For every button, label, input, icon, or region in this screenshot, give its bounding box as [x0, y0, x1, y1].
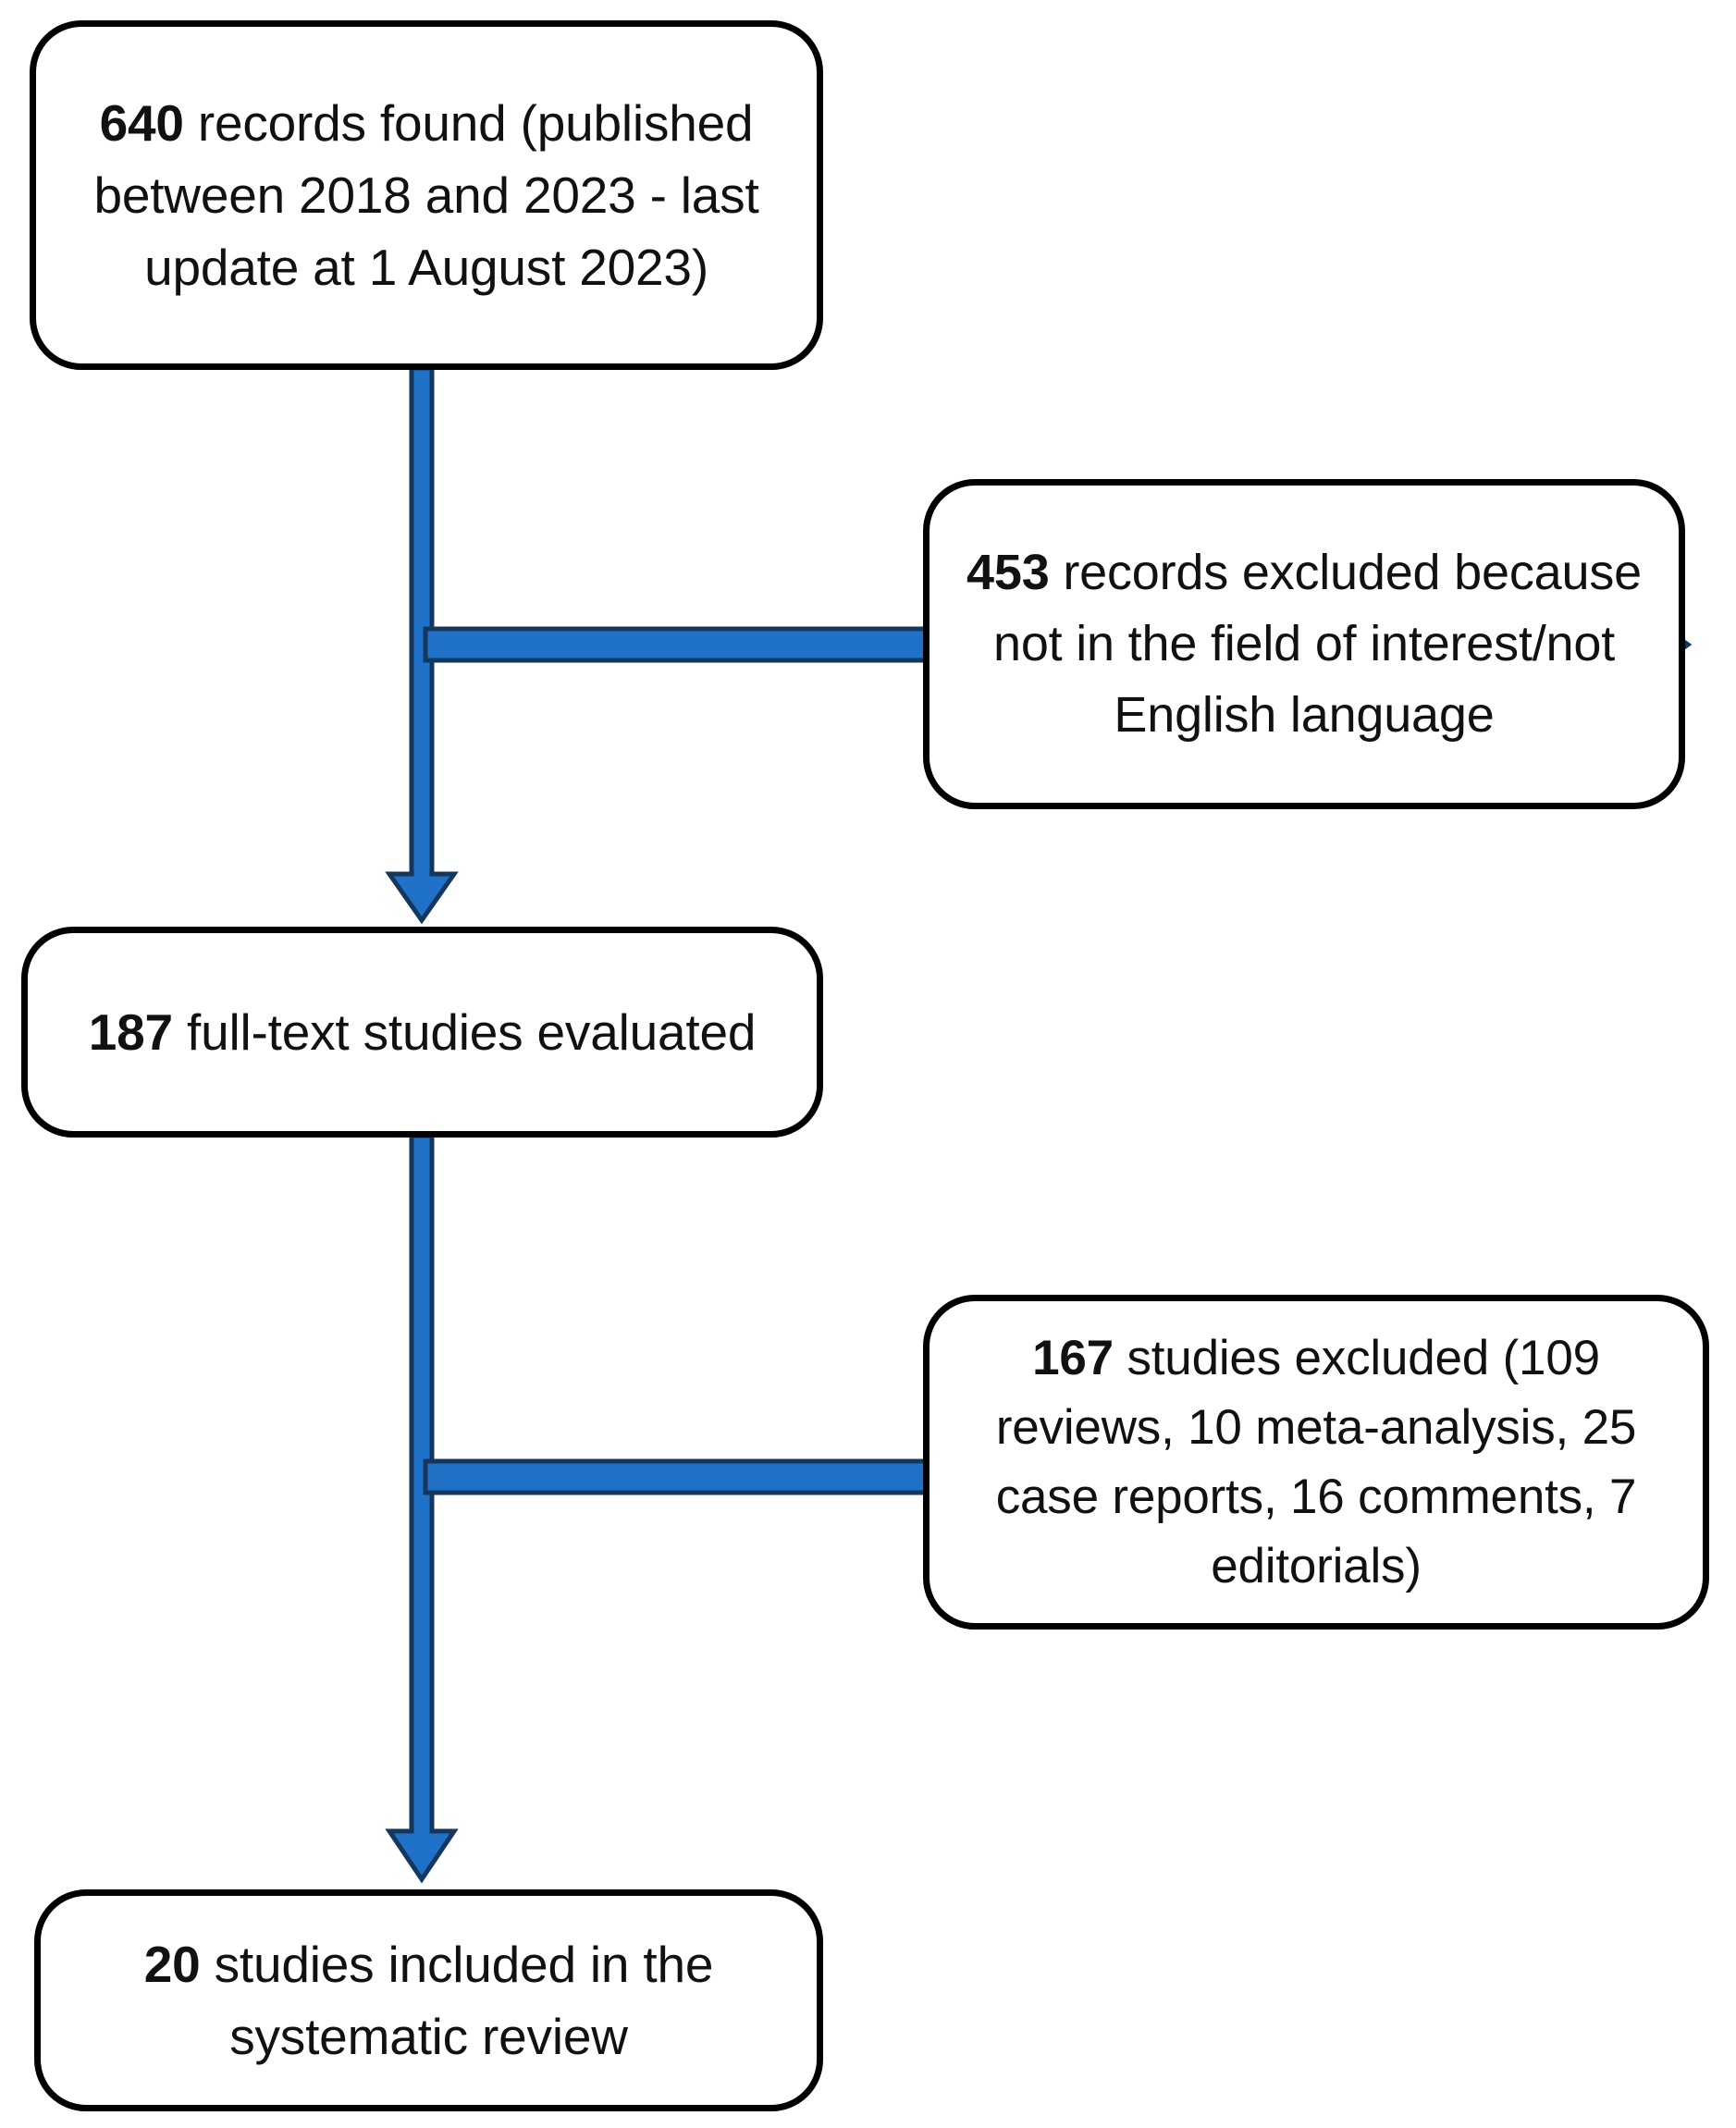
node-studies-included: 20 studies included in the systematic re…	[34, 1889, 823, 2111]
node-fulltext-evaluated: 187 full-text studies evaluated	[21, 927, 823, 1138]
node-studies-included-count: 20	[143, 1935, 201, 1993]
node-studies-included-label: studies included in the systematic revie…	[214, 1935, 714, 2065]
node-studies-excluded-count: 167	[1032, 1330, 1114, 1385]
node-studies-excluded-text: 167 studies excluded (109 reviews, 10 me…	[930, 1323, 1703, 1602]
node-studies-excluded: 167 studies excluded (109 reviews, 10 me…	[923, 1295, 1709, 1630]
arrow-down-found-to-fulltext	[385, 365, 459, 925]
node-fulltext-evaluated-text: 187 full-text studies evaluated	[57, 996, 788, 1068]
node-records-excluded-label: records excluded because not in the fiel…	[992, 545, 1642, 743]
node-records-found-label: records found (published between 2018 an…	[93, 93, 759, 297]
node-studies-included-text: 20 studies included in the systematic re…	[41, 1928, 817, 2073]
node-records-excluded-text: 453 records excluded because not in the …	[930, 537, 1679, 750]
node-records-excluded-count: 453	[966, 545, 1050, 601]
node-studies-excluded-label: studies excluded (109 reviews, 10 meta-a…	[995, 1330, 1637, 1594]
node-records-found-count: 640	[99, 93, 184, 152]
node-records-excluded: 453 records excluded because not in the …	[923, 479, 1685, 809]
node-fulltext-evaluated-count: 187	[88, 1002, 173, 1061]
node-fulltext-evaluated-label: full-text studies evaluated	[187, 1002, 757, 1061]
node-records-found-text: 640 records found (published between 201…	[36, 87, 817, 303]
node-records-found: 640 records found (published between 201…	[30, 20, 823, 370]
arrow-down-fulltext-to-included	[385, 1133, 459, 1884]
